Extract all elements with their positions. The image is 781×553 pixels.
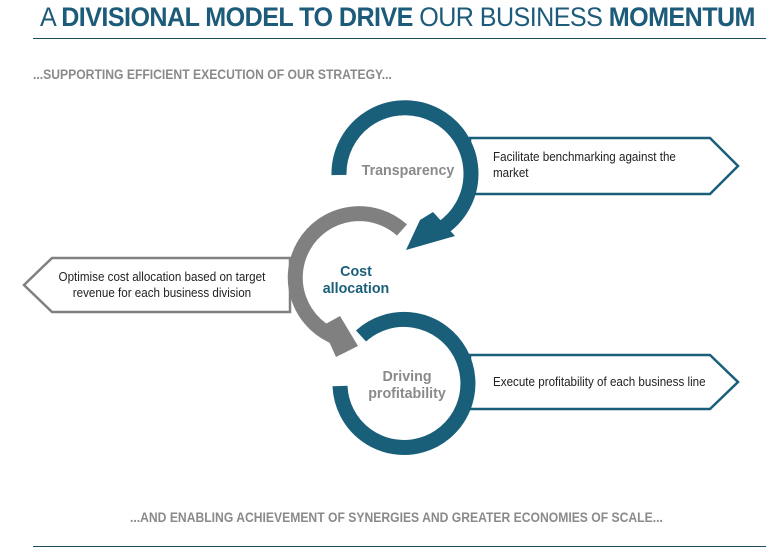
callout-transparency-line2: market xyxy=(493,166,529,180)
label-transparency-text: Transparency xyxy=(361,162,455,179)
arrowhead-cost-allocation xyxy=(322,316,358,357)
callout-arrow-cost-allocation xyxy=(22,256,292,314)
callout-profitability-line1: Execute profitability of each business l… xyxy=(493,375,706,389)
callout-text-cost-allocation: Optimise cost allocation based on target… xyxy=(55,269,269,301)
title-part-3: OUR BUSINESS xyxy=(412,2,609,32)
label-driving-profitability: Driving profitability xyxy=(355,368,460,402)
title-part-1: A xyxy=(40,2,62,32)
subtitle-top: ...SUPPORTING EFFICIENT EXECUTION OF OUR… xyxy=(33,67,392,82)
ring-transparency xyxy=(331,100,479,236)
label-driving-profitability-line1: Driving xyxy=(382,368,432,385)
label-cost-allocation-line1: Cost xyxy=(340,263,372,280)
callout-text-profitability: Execute profitability of each business l… xyxy=(493,374,706,390)
footer-divider xyxy=(33,546,766,547)
ring-driving-profitability xyxy=(332,311,476,455)
label-transparency: Transparency xyxy=(355,162,461,179)
label-cost-allocation: Cost allocation xyxy=(309,263,404,297)
title-part-2: DIVISIONAL MODEL TO DRIVE xyxy=(61,2,413,32)
ring-cost-allocation xyxy=(287,206,407,346)
subtitle-bottom: ...AND ENABLING ACHIEVEMENT OF SYNERGIES… xyxy=(130,510,663,525)
callout-cost-allocation-line2: revenue for each business division xyxy=(72,286,252,300)
title-part-4: MOMENTUM xyxy=(608,2,756,32)
arrowhead-transparency xyxy=(406,212,455,250)
label-driving-profitability-line2: profitability xyxy=(368,385,446,402)
callout-transparency-line1: Facilitate benchmarking against the xyxy=(493,150,676,164)
label-cost-allocation-line2: allocation xyxy=(322,280,390,297)
page-title: A DIVISIONAL MODEL TO DRIVE OUR BUSINESS… xyxy=(40,2,755,33)
title-divider xyxy=(33,38,766,39)
callout-cost-allocation-line1: Optimise cost allocation based on target xyxy=(58,270,266,284)
callout-text-transparency: Facilitate benchmarking against the mark… xyxy=(493,149,676,181)
